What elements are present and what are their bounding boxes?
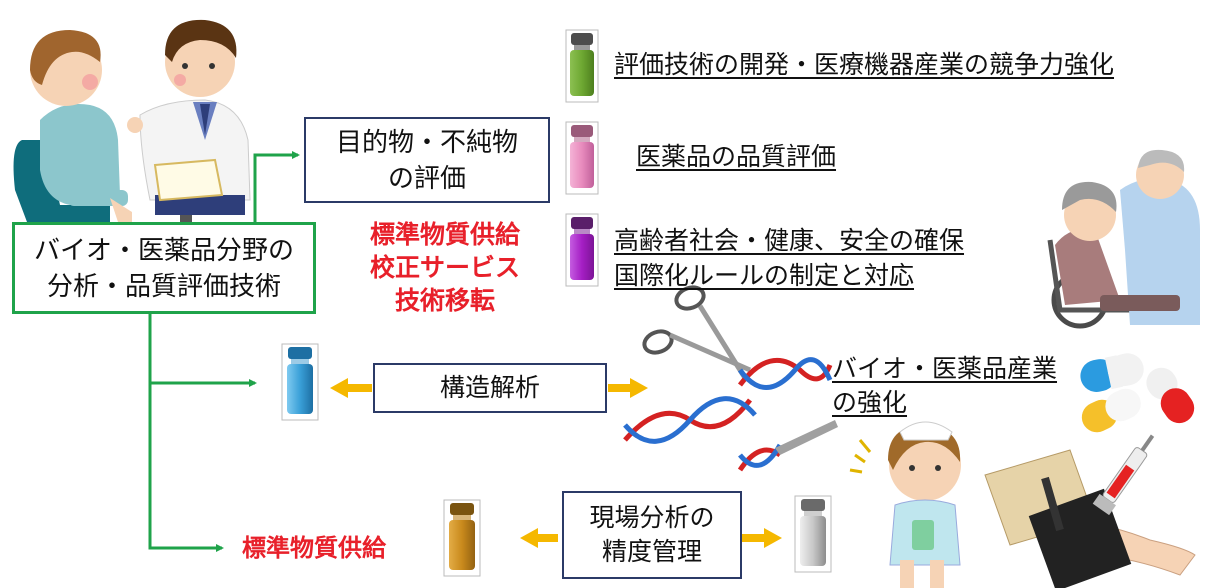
scissors-icon bbox=[642, 285, 752, 380]
purpose-box-line1: 目的物・不純物 bbox=[335, 128, 518, 158]
red-line2: 校正サービス bbox=[369, 253, 520, 282]
outcome-international-rules: 国際化ルールの制定と対応 bbox=[614, 261, 915, 290]
vial-blue-icon bbox=[281, 343, 319, 421]
elderly-wheelchair-illustration bbox=[1030, 149, 1205, 330]
reference-material-supply-label: 標準物質供給 bbox=[242, 534, 386, 562]
main-box-line1: バイオ・医薬品分野の bbox=[33, 236, 294, 266]
capsule-icon bbox=[1080, 353, 1195, 433]
tweezers-icon bbox=[775, 420, 838, 455]
structure-analysis-box: 構造解析 bbox=[373, 363, 607, 413]
nurse-illustration bbox=[849, 421, 961, 588]
outcome-aging-society: 高齢者社会・健康、安全の確保 bbox=[614, 226, 965, 255]
red-line3: 技術移転 bbox=[394, 286, 495, 315]
bio-industry-line1: バイオ・医薬品産業 bbox=[832, 354, 1058, 383]
field-box-line2: 精度管理 bbox=[601, 537, 702, 566]
vial-green-icon bbox=[565, 29, 599, 103]
vial-gray-icon bbox=[794, 495, 832, 573]
doctor-patient-illustration bbox=[13, 19, 251, 230]
yellow-double-arrow-field bbox=[520, 528, 782, 548]
outcome-competitiveness: 評価技術の開発・医療機器産業の競争力強化 bbox=[614, 50, 1115, 79]
bio-industry-text: バイオ・医薬品産業 の強化 bbox=[832, 352, 1057, 420]
outcome-drug-quality: 医薬品の品質評価 bbox=[636, 142, 837, 171]
vial-amber-icon bbox=[443, 499, 481, 577]
main-technology-box: バイオ・医薬品分野の 分析・品質評価技術 bbox=[12, 222, 316, 314]
bio-industry-line2: の強化 bbox=[832, 388, 908, 417]
red-line1: 標準物質供給 bbox=[369, 220, 520, 249]
field-analysis-box: 現場分析の 精度管理 bbox=[562, 491, 742, 579]
dna-icon bbox=[623, 357, 833, 472]
vial-purple-icon bbox=[565, 213, 599, 287]
red-services-text: 標準物質供給 校正サービス 技術移転 bbox=[340, 218, 550, 317]
yellow-double-arrow-structure bbox=[330, 378, 648, 398]
main-box-line2: 分析・品質評価技術 bbox=[46, 272, 281, 302]
field-box-line1: 現場分析の bbox=[589, 503, 715, 532]
structure-analysis-label: 構造解析 bbox=[439, 373, 540, 402]
purpose-evaluation-box: 目的物・不純物 の評価 bbox=[304, 117, 550, 203]
green-connectors bbox=[148, 151, 300, 552]
purpose-box-line2: の評価 bbox=[387, 164, 466, 194]
injection-arm-illustration bbox=[984, 434, 1196, 588]
vial-pink-icon bbox=[565, 121, 599, 195]
